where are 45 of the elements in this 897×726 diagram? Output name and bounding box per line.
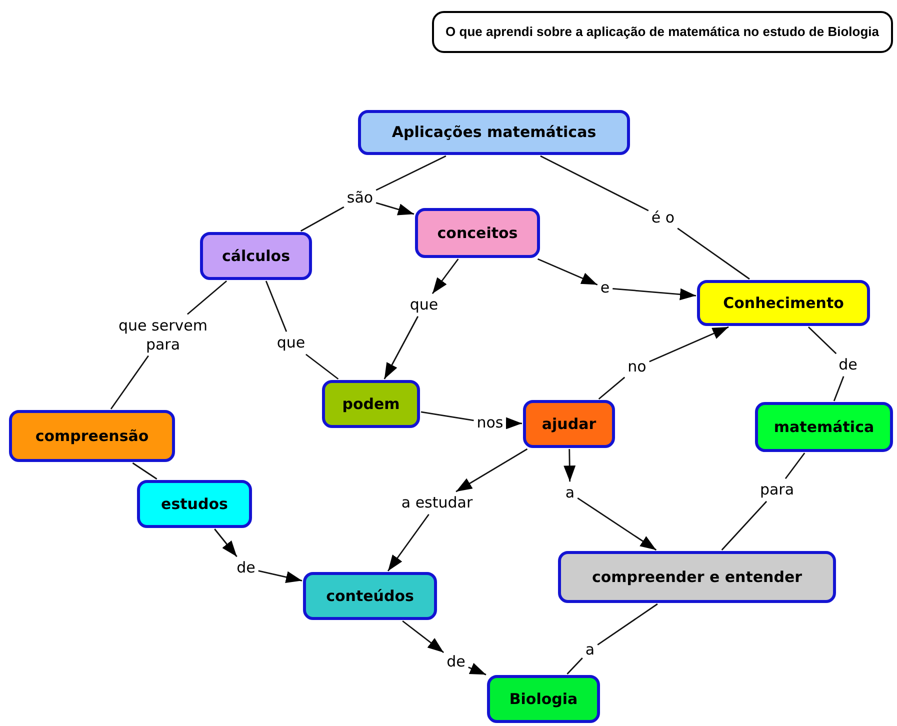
connector-line <box>833 376 844 402</box>
arrow <box>258 570 302 583</box>
arrow <box>506 417 522 430</box>
connector-line <box>186 280 228 315</box>
arrow <box>577 497 657 551</box>
connector-line <box>132 462 158 480</box>
connector-line <box>110 355 149 410</box>
concept-box: Aplicações matemáticas <box>358 110 630 155</box>
connector-line <box>420 411 474 422</box>
concept-box: podem <box>322 380 420 428</box>
title-box: O que aprendi sobre a aplicação de matemática no estudo de Biologia <box>432 11 893 53</box>
connector-line <box>784 452 806 480</box>
arrow <box>214 528 238 558</box>
concept-box: compreender e entender <box>558 551 836 603</box>
connector-line <box>598 376 626 400</box>
concept-box: compreensão <box>9 410 175 462</box>
connector-line <box>566 658 583 674</box>
arrow <box>384 316 419 380</box>
concept-box: estudos <box>137 480 252 528</box>
arrow <box>376 202 414 216</box>
connector-line <box>597 603 658 646</box>
connector-line <box>306 354 339 380</box>
connector-line <box>300 206 344 232</box>
connector-line <box>721 500 768 550</box>
arrow <box>432 258 459 294</box>
connector-line <box>540 155 649 212</box>
concept-box: conceitos <box>415 208 540 258</box>
arrow <box>649 326 729 362</box>
arrow <box>612 288 696 300</box>
concept-box: Biologia <box>487 675 600 723</box>
connector-line <box>808 326 837 354</box>
concept-box: cálculos <box>200 232 312 280</box>
connector-line <box>677 228 750 280</box>
arrow <box>402 620 444 654</box>
connector-line <box>265 280 288 332</box>
arrow <box>387 514 430 572</box>
concept-box: matemática <box>755 402 893 452</box>
concept-box: conteúdos <box>303 572 437 620</box>
arrow <box>564 448 576 482</box>
concept-box: ajudar <box>523 400 615 448</box>
concept-box: Conhecimento <box>697 280 870 326</box>
connector-line <box>376 155 446 191</box>
arrow <box>468 662 486 676</box>
arrow <box>456 448 528 492</box>
arrow <box>538 258 598 286</box>
